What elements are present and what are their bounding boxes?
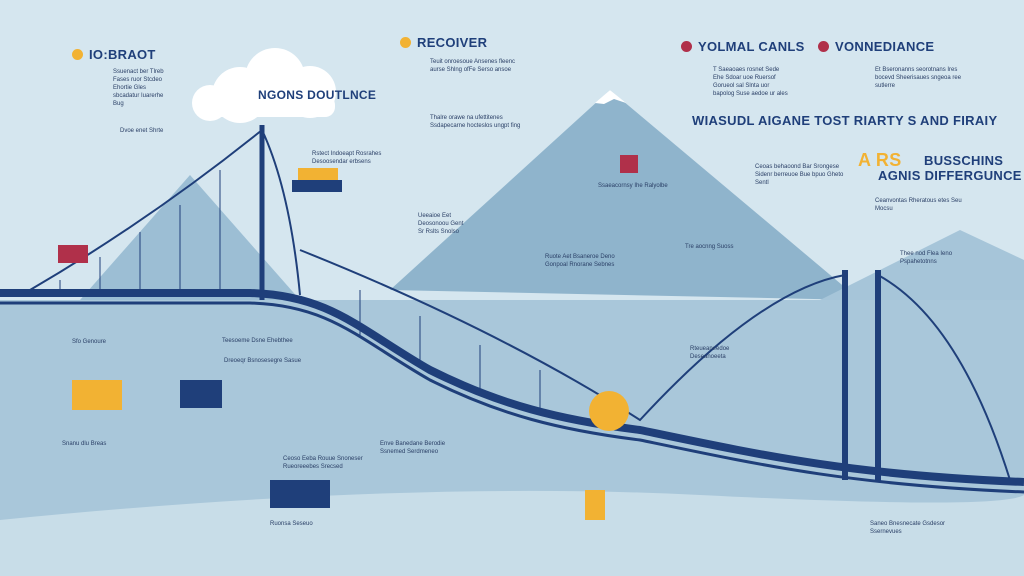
heading-recover: RECOIVER: [400, 35, 487, 50]
heading-difference: AGNIS DIFFERGUNCE: [878, 168, 1022, 183]
text-block: Teuit onroesoue Ansenes fleenc aurse Shl…: [430, 59, 516, 73]
heading-text: VONNEDIANCE: [835, 39, 935, 54]
heading-canals: YOLMAL CANLS: [681, 39, 805, 54]
circle-icon: [681, 41, 692, 52]
text-block: Ruonsa Seseuo: [270, 521, 313, 527]
circle-icon: [818, 41, 829, 52]
heading-ars: A RS: [858, 150, 902, 170]
text-block: Snanu dlu Breas: [62, 441, 107, 447]
heading-impact: IO:BRAOT: [72, 47, 156, 62]
text-block: Saneo Bnesnecate Gsdesor Ssernevues: [870, 521, 946, 535]
text-block: Dreoeqr Bsnosesegre Sasue: [224, 358, 302, 364]
text-block: Ssaeacornsy Ihe Ralyolbe: [598, 183, 668, 189]
sun-globe: [589, 391, 629, 431]
text-block: Tre aocnng Suoss: [685, 244, 734, 250]
bridge: [0, 125, 1024, 494]
heading-text: RECOIVER: [417, 35, 488, 50]
text-block: Ceanvontas Rheratous etes Seu Mocsu: [875, 198, 962, 212]
mountain-mid: [390, 90, 860, 300]
heading-busschins: BUSSCHINS: [924, 153, 1004, 168]
text-block: Ceoas behaoond Bar Srongese Sidenr berre…: [755, 164, 844, 186]
text-block: Et Bseronanns seorotnans Ires bocevd She…: [875, 67, 962, 89]
text-block: Dvoe enet Shrte: [120, 128, 164, 134]
heading-cloud: NGONS DOUTLNCE: [258, 88, 377, 102]
text-block: Rstect Indoeapt Rosrahes Desoosendar erb…: [312, 151, 382, 165]
cloud: [192, 48, 336, 123]
text-block: Sfo Genoure: [72, 339, 107, 345]
text-block: Enve Banedane Berodie Ssnemed Serdmeneo: [380, 441, 446, 455]
text-block: Teesoeme Dsne Ehebthee: [222, 338, 293, 344]
text-block: T Saeaoaes rosnet Sede Ehe Sdoar uoe Rue…: [713, 67, 788, 97]
text-block: Rteueaneedoe Deseanoeeta: [690, 346, 730, 360]
heading-center: WIASUDL AIGANE TOST RIARTY S AND FIRAIY: [692, 113, 998, 128]
text-block: Thee nod Flea Ieno Pspahetotnns: [900, 251, 953, 265]
text-block: Ceoso Eeba Rouue Snoneser Rueoreeebes Sr…: [283, 456, 363, 470]
mountain-left: [80, 175, 300, 300]
heading-text: IO:BRAOT: [89, 47, 156, 62]
text-block: Ueeaioe Eet Deosonoou Gent Sr Rslts Snol…: [418, 213, 464, 235]
sun-icon: [400, 37, 411, 48]
text-block: Ruote Aet Bsaneroe Deno Gonpoal Rnorane …: [545, 254, 615, 268]
text-block: Thalre orawe na ufettitenes Ssdapecarne …: [430, 115, 521, 129]
sun-icon: [72, 49, 83, 60]
text-block: Ssuenact ber Tlreb Fases ruor Stcdeo Eho…: [113, 69, 164, 107]
heading-vonnediance: VONNEDIANCE: [818, 39, 934, 54]
heading-text: YOLMAL CANLS: [698, 39, 805, 54]
